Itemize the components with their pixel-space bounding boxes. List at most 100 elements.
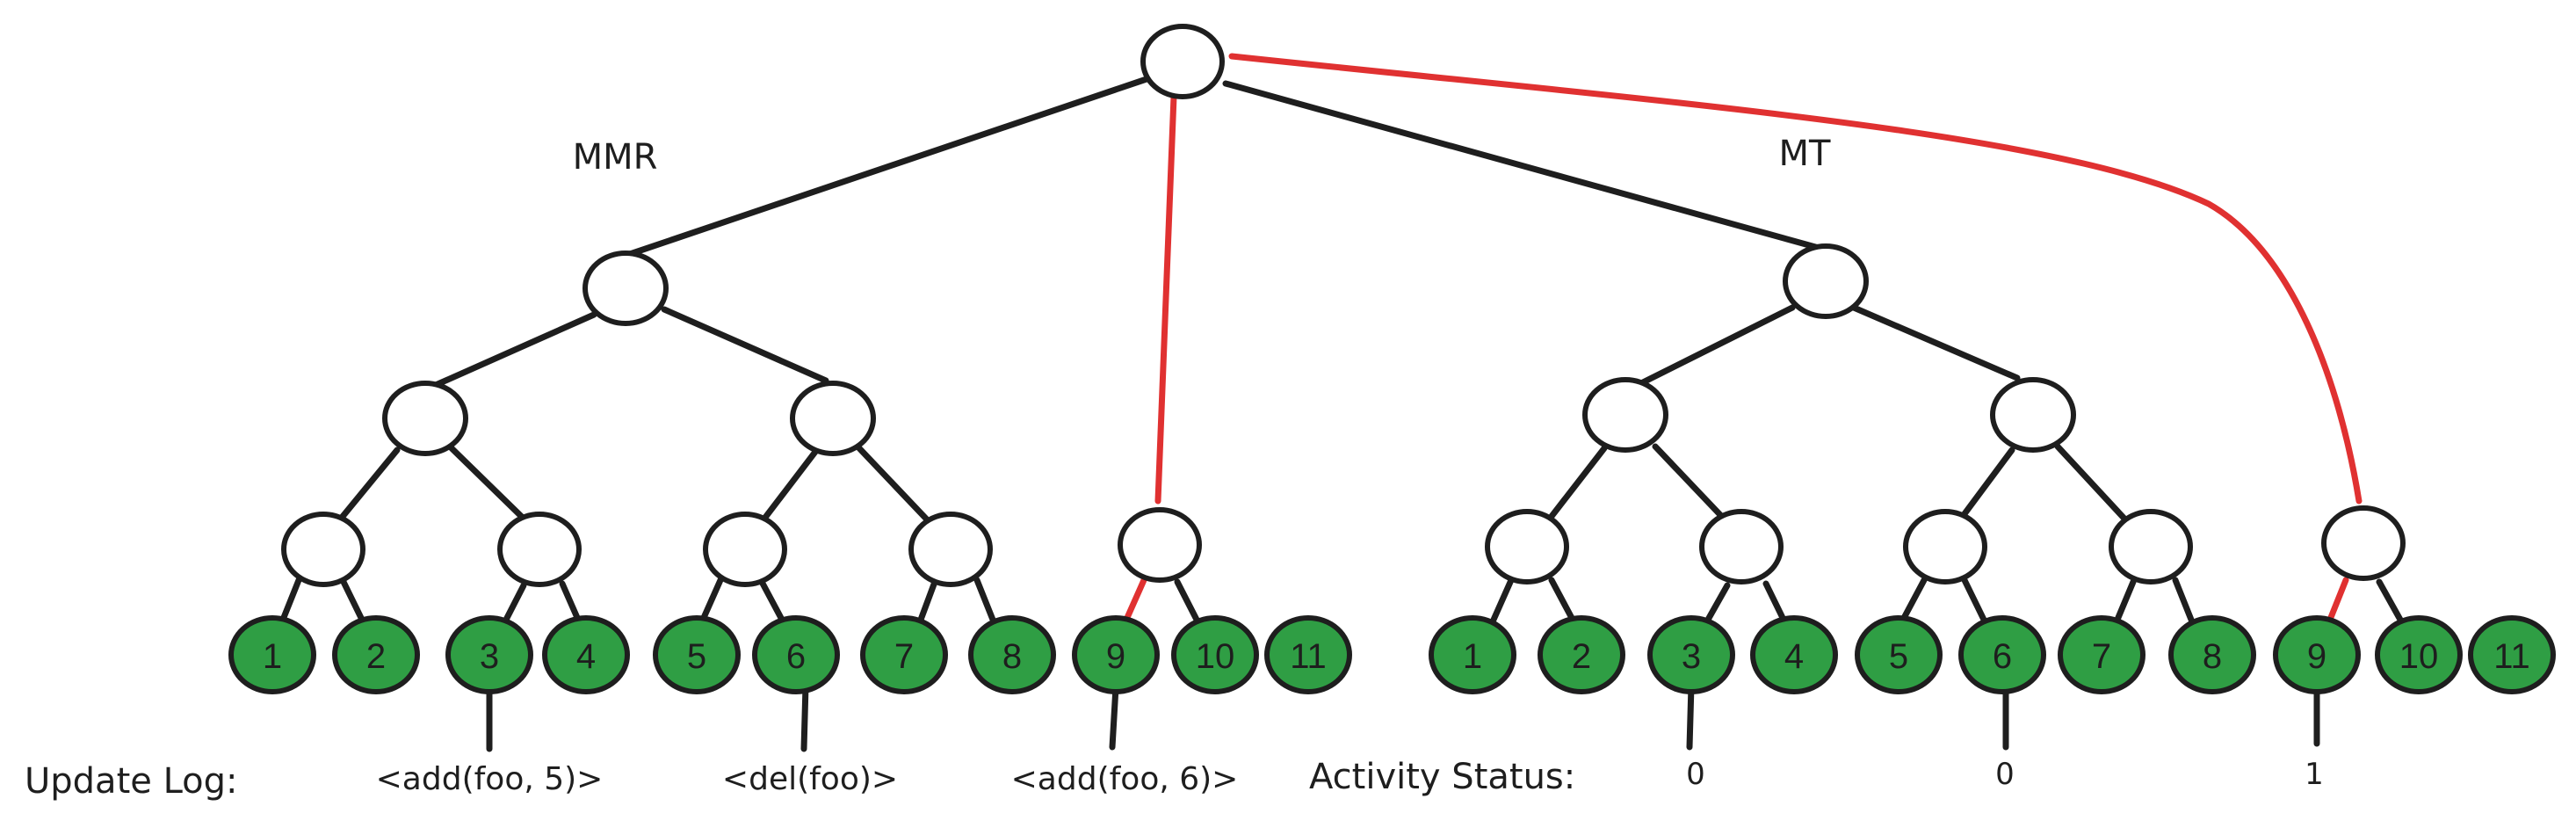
mt-peak-node-9 — [2321, 505, 2406, 581]
mt-leaf-label-5: 5 — [1889, 637, 1908, 676]
edge-mt-peak9-10 — [2376, 578, 2404, 623]
edge-root-mmr-peak9 — [1154, 93, 1177, 505]
edge-mmr-l1-l2a — [432, 311, 597, 388]
edge-root-mt — [1222, 80, 1822, 251]
root-node — [1140, 24, 1225, 99]
mmr-level3-node-d — [908, 512, 993, 587]
mmr-leaf-2 — [332, 615, 420, 694]
mt-leaf-label-11: 11 — [2493, 637, 2530, 676]
edge-mt-l2a-l3b — [1652, 443, 1727, 522]
edge-mmr-l3a-1 — [279, 577, 302, 623]
mt-leaf-label-9: 9 — [2307, 637, 2326, 676]
mt-leaf-8 — [2168, 615, 2256, 694]
edge-mt-l3b-3 — [1704, 582, 1731, 623]
mt-leaf-3 — [1647, 615, 1735, 694]
edge-mt-l3b-4 — [1762, 580, 1787, 623]
edge-mt-l2b-l3d — [2054, 443, 2128, 522]
mt-leaf-label-10: 10 — [2399, 637, 2439, 676]
edge-mt-l3c-5 — [1899, 577, 1928, 623]
edge-mmr-l3c-6 — [757, 577, 785, 623]
mt-level2-node-a — [1582, 377, 1668, 453]
mt-leaf-9 — [2273, 615, 2361, 694]
activity-status-value-3: 1 — [2305, 757, 2324, 792]
mt-leaf-5 — [1855, 615, 1943, 694]
mt-leaf-10 — [2375, 615, 2463, 694]
mmr-leaf-label-6: 6 — [786, 637, 806, 676]
mmr-level2-node-a — [382, 381, 468, 456]
edge-mmr-l2b-l3c — [761, 448, 819, 522]
mmr-leaf-5 — [653, 615, 741, 694]
mmr-leaf-label-8: 8 — [1002, 637, 1022, 676]
edge-mmr-l2a-l3b — [448, 445, 527, 522]
mmr-leaf-1 — [228, 615, 316, 694]
mt-leaf-1 — [1429, 615, 1516, 694]
tick-mmr-6 — [800, 682, 809, 752]
mmr-label: MMR — [573, 137, 658, 178]
edges-layer — [279, 53, 2404, 752]
edge-root-mt-peak9 — [1228, 53, 2363, 505]
edge-mmr-l3d-8 — [973, 577, 996, 623]
edge-mt-l2a-l3a — [1546, 445, 1608, 522]
mmr-leaf-label-4: 4 — [576, 637, 596, 676]
edge-mmr-peak9-9 — [1123, 577, 1147, 623]
mt-level3-node-b — [1699, 509, 1784, 584]
mt-level3-node-d — [2109, 509, 2193, 584]
mt-leaf-4 — [1750, 615, 1838, 694]
edge-mmr-l2a-l3a — [337, 447, 401, 522]
edge-mt-l3a-2 — [1548, 577, 1576, 623]
mmr-leaf-label-1: 1 — [263, 637, 282, 676]
edge-mmr-l2b-l3d — [856, 445, 930, 522]
edge-mt-l3d-8 — [2172, 577, 2195, 623]
mmr-level3-node-a — [281, 512, 365, 587]
mmr-leaf-11 — [1264, 615, 1352, 694]
mmr-leaf-label-10: 10 — [1196, 637, 1235, 676]
mmr-leaf-label-2: 2 — [366, 637, 386, 676]
mt-label: MT — [1779, 134, 1832, 174]
mmr-leaf-label-5: 5 — [687, 637, 706, 676]
edge-mt-l2b-l3c — [1957, 447, 2015, 522]
update-log-entry-2: <del(foo)> — [722, 761, 898, 797]
mmr-leaf-7 — [860, 615, 948, 694]
mmr-leaf-8 — [968, 615, 1056, 694]
mt-leaf-2 — [1538, 615, 1625, 694]
mt-leaf-label-4: 4 — [1784, 637, 1804, 676]
mmr-peak-node-9 — [1118, 507, 1202, 583]
edge-mt-l1-l2a — [1639, 304, 1796, 386]
edge-mmr-l3a-2 — [339, 577, 365, 623]
mmr-level2-node-b — [790, 381, 876, 456]
mt-level2-node-b — [1990, 377, 2076, 453]
mmr-leaf-10 — [1171, 615, 1259, 694]
update-log-entry-3: <add(foo, 6)> — [1011, 761, 1239, 797]
edge-mt-l1-l2b — [1850, 304, 2021, 381]
mmr-leaf-4 — [542, 615, 630, 694]
mmr-leaf-label-9: 9 — [1106, 637, 1125, 676]
mt-leaf-6 — [1958, 615, 2046, 694]
mt-leaf-label-8: 8 — [2203, 637, 2222, 676]
mt-level3-node-c — [1903, 509, 1987, 584]
edge-mt-l3a-1 — [1490, 577, 1515, 623]
mmr-leaf-label-3: 3 — [480, 637, 499, 676]
mmr-level3-node-b — [497, 512, 582, 587]
edge-mmr-l3b-3 — [503, 582, 527, 623]
mt-leaf-label-1: 1 — [1463, 637, 1482, 676]
tick-mt-3 — [1686, 682, 1695, 751]
mt-level1-node — [1783, 243, 1869, 319]
edge-mmr-l1-l2b — [661, 306, 829, 384]
mt-leaf-7 — [2058, 615, 2145, 694]
internal-nodes-layer — [281, 24, 2406, 587]
mt-leaf-label-3: 3 — [1682, 637, 1701, 676]
mmr-leaf-3 — [445, 615, 533, 694]
edge-mmr-l3d-7 — [917, 578, 938, 623]
update-log-entry-1: <add(foo, 5)> — [376, 761, 604, 797]
edge-root-mmr — [624, 76, 1150, 258]
mmr-leaf-9 — [1072, 615, 1160, 694]
mmr-leaf-label-11: 11 — [1290, 637, 1327, 676]
tick-mmr-9 — [1109, 684, 1119, 751]
edge-mt-l3c-6 — [1961, 577, 1987, 623]
update-log-title: Update Log: — [25, 761, 238, 802]
mt-leaf-11 — [2468, 615, 2556, 694]
mt-leaf-label-6: 6 — [1993, 637, 2012, 676]
